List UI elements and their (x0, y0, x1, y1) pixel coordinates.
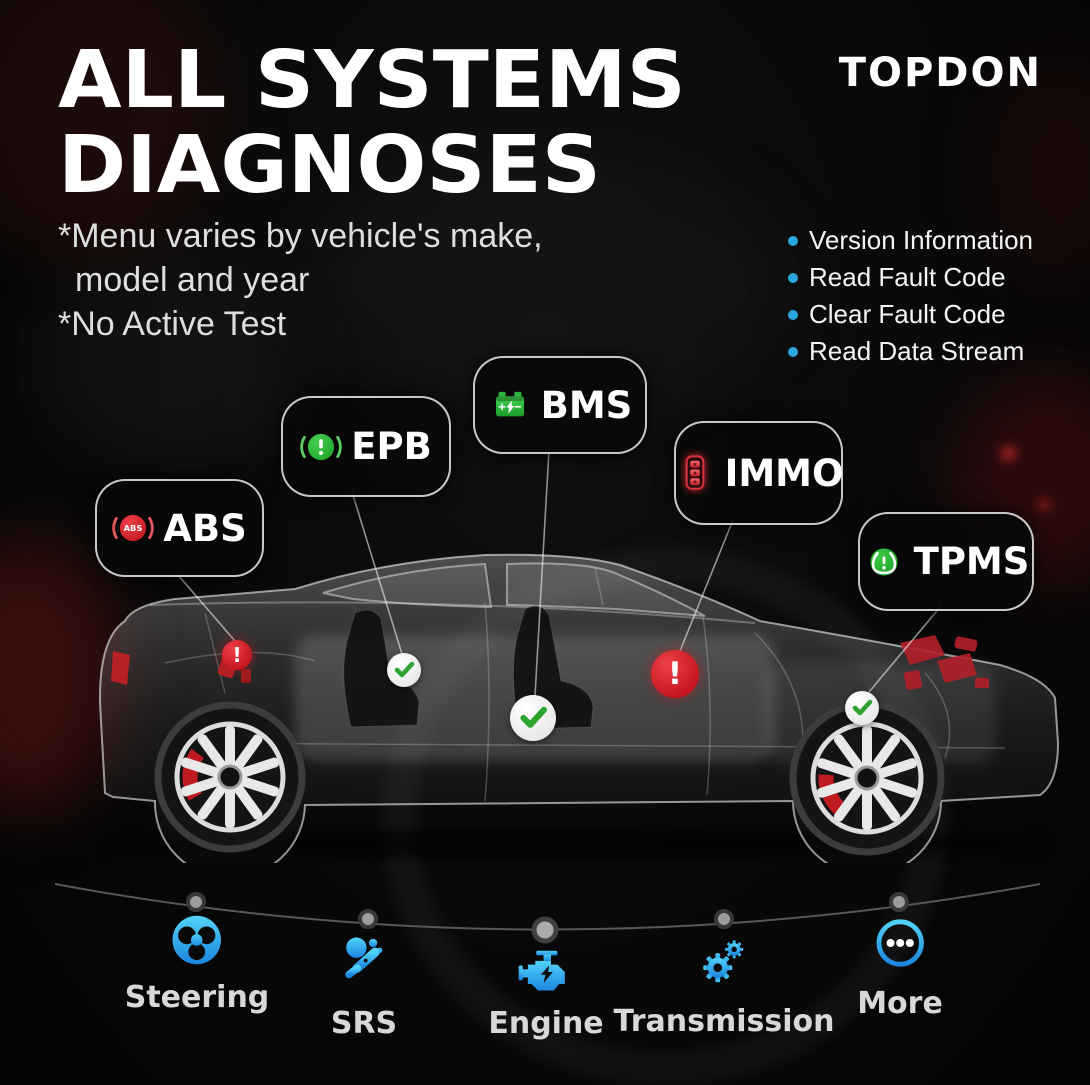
bullet-icon (788, 309, 798, 320)
callout-abs: ABS ABS (95, 479, 264, 577)
connector-bms (534, 449, 550, 697)
fault-marker-abs: ! (222, 640, 252, 670)
airbag-icon (338, 930, 390, 987)
feature-list: Version Information Read Fault Code Clea… (788, 222, 1033, 370)
callout-abs-label: ABS (163, 506, 247, 550)
svg-text:ABS: ABS (124, 523, 143, 533)
page-title: ALL SYSTEMS DIAGNOSES (58, 38, 686, 208)
note-line-3: *No Active Test (58, 305, 287, 343)
disclaimer-notes: *Menu varies by vehicle's make, model an… (58, 214, 543, 346)
feature-text: Clear Fault Code (809, 299, 1006, 329)
check-icon (852, 699, 873, 716)
bullet-icon (788, 272, 798, 283)
page-title-line2: DIAGNOSES (58, 119, 601, 211)
brand-logo: TOPDON (838, 50, 1042, 96)
more-dots-icon (873, 916, 927, 975)
connector-epb (351, 491, 403, 655)
battery-icon (488, 384, 532, 426)
epb-indicator-icon (300, 426, 342, 468)
menu-item-more: More (857, 916, 943, 1019)
feature-item: Clear Fault Code (788, 296, 1033, 333)
bg-red-bokeh-2 (1038, 498, 1051, 511)
connector-immo (679, 519, 734, 652)
feature-text: Version Information (809, 225, 1034, 255)
callout-bms: BMS (473, 356, 647, 454)
menu-item-srs: SRS (331, 930, 397, 1039)
callout-tpms-label: TPMS (913, 540, 1030, 583)
callout-immo-label: IMMO (724, 451, 844, 495)
arc-node (714, 909, 734, 929)
callout-tpms: TPMS (858, 512, 1034, 611)
tpms-indicator-icon (863, 541, 905, 583)
menu-label-steering: Steering (124, 980, 270, 1015)
front-wheel (789, 700, 945, 856)
connector-tpms (868, 605, 942, 693)
bullet-icon (788, 346, 798, 357)
bg-red-bokeh-1 (1000, 445, 1017, 462)
gears-icon (697, 932, 751, 991)
check-icon (394, 661, 415, 678)
arc-node (186, 892, 206, 912)
rear-wheel (154, 701, 306, 853)
menu-item-transmission: Transmission (613, 932, 835, 1039)
callout-bms-label: BMS (540, 383, 633, 427)
fault-marker-immo: ! (651, 650, 699, 698)
ok-marker-epb (387, 653, 421, 687)
check-icon (520, 706, 547, 728)
menu-label-srs: SRS (330, 1006, 398, 1041)
menu-item-steering: Steering (124, 912, 270, 1015)
note-line-1: *Menu varies by vehicle's make, (58, 217, 543, 255)
feature-text: Read Data Stream (809, 336, 1025, 366)
menu-label-more: More (857, 986, 943, 1021)
ok-marker-bms (510, 695, 556, 741)
feature-text: Read Fault Code (809, 262, 1006, 292)
exclamation-glyph: ! (232, 643, 242, 667)
menu-item-engine: Engine (488, 948, 604, 1041)
ok-marker-tpms (845, 691, 879, 725)
callout-immo: IMMO (674, 421, 843, 525)
feature-item: Version Information (788, 222, 1033, 259)
key-fob-icon (674, 451, 716, 495)
menu-label-transmission: Transmission (613, 1004, 835, 1039)
arc-node (358, 909, 378, 929)
page-title-line1: ALL SYSTEMS (58, 34, 686, 126)
exclamation-glyph: ! (667, 656, 683, 692)
feature-item: Read Fault Code (788, 259, 1033, 296)
menu-label-engine: Engine (488, 1006, 604, 1041)
arc-node (531, 916, 559, 944)
bg-red-glow-left (0, 540, 120, 810)
arc-node (889, 892, 909, 912)
callout-epb-label: EPB (351, 425, 432, 468)
callout-epb: EPB (281, 396, 451, 497)
steering-wheel-icon (169, 912, 225, 973)
engine-icon (515, 948, 577, 1001)
feature-item: Read Data Stream (788, 333, 1033, 370)
note-line-2: model and year (75, 261, 310, 299)
bullet-icon (788, 235, 798, 246)
connector-abs (177, 574, 236, 642)
abs-indicator-icon: ABS (112, 507, 154, 549)
